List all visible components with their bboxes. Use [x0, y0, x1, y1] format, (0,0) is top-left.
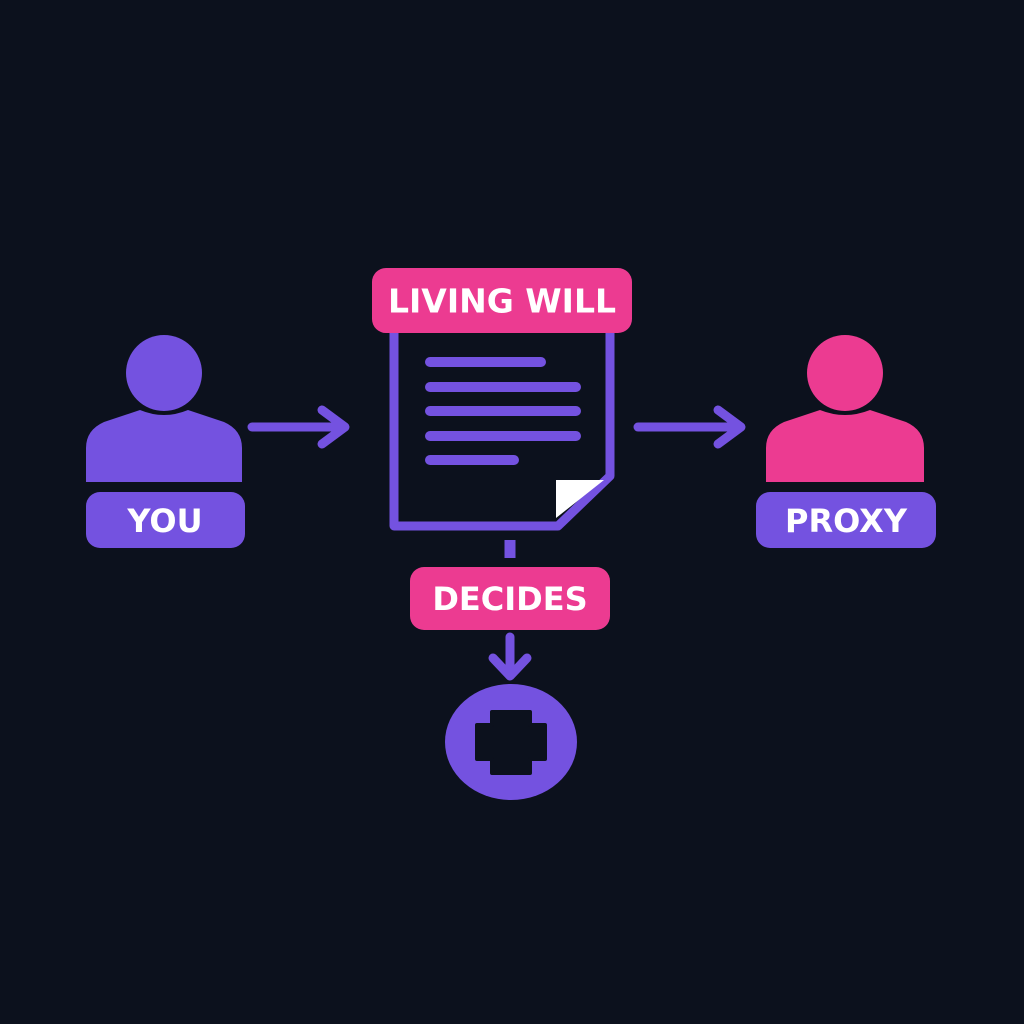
proxy-label: PROXY — [785, 502, 908, 540]
medical-cross-icon — [445, 684, 577, 800]
you-label: YOU — [126, 502, 202, 540]
document-text-lines-icon — [425, 357, 581, 465]
arrow-decides-to-medical — [488, 632, 532, 681]
arrow-you-to-will — [247, 405, 350, 449]
proxy-person-icon — [766, 335, 924, 482]
you-label-pill: YOU — [86, 492, 245, 548]
arrow-will-to-proxy — [633, 405, 746, 449]
decides-label-pill: DECIDES — [410, 567, 610, 630]
living-will-label: LIVING WILL — [388, 282, 616, 321]
document-icon — [389, 323, 615, 531]
decides-label: DECIDES — [432, 580, 587, 618]
you-person-icon — [86, 335, 242, 482]
living-will-label-pill: LIVING WILL — [372, 268, 632, 333]
proxy-label-pill: PROXY — [756, 492, 936, 548]
